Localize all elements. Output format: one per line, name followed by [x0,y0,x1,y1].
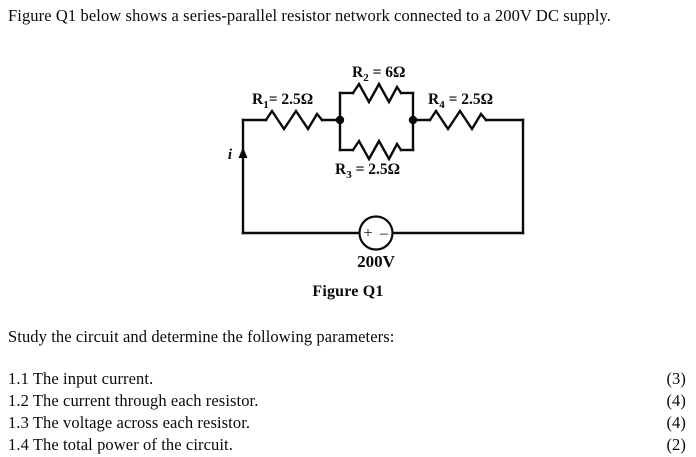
junction-dot-node-b [408,115,418,125]
question-item: 1.2 The current through each resistor. (… [8,391,688,413]
resistor-r3-label: R3 = 2.5Ω [335,161,400,181]
resistor-r2-label: R2 = 6Ω [352,64,405,84]
circuit-figure: + – 200V i R1= 2.5Ω R2 = 6Ω R3 = 2.5Ω [0,52,696,312]
voltage-source-symbol [358,215,394,251]
figure-caption: Figure Q1 [312,283,384,300]
question-text: 1.3 The voltage across each resistor. [8,413,251,432]
question-item: 1.3 The voltage across each resistor. (4… [8,413,688,435]
source-voltage-label: 200V [357,252,396,271]
source-minus-sign: – [379,225,389,242]
intro-paragraph: Figure Q1 below shows a series-parallel … [8,6,612,25]
resistor-r1-label: R1= 2.5Ω [252,91,313,111]
question-list: 1.1 The input current. (3) 1.2 The curre… [8,369,688,457]
resistor-r4-symbol [428,108,488,132]
circuit-diagram-svg: + – 200V i R1= 2.5Ω R2 = 6Ω R3 = 2.5Ω [228,64,525,271]
source-plus-sign: + [363,225,372,242]
question-marks: (4) [666,413,686,432]
question-item: 1.4 The total power of the circuit. (2) [8,435,688,457]
resistor-r4-label: R4 = 2.5Ω [428,91,493,111]
resistor-r2-symbol [351,81,403,105]
question-marks: (4) [666,391,686,410]
question-text: 1.2 The current through each resistor. [8,391,259,410]
question-marks: (3) [666,369,686,388]
resistor-r1-symbol [264,108,324,132]
current-arrow-icon [238,147,248,158]
question-marks: (2) [666,435,686,454]
study-instruction: Study the circuit and determine the foll… [8,327,395,346]
junction-dot-node-a [335,115,345,125]
question-text: 1.1 The input current. [8,369,154,388]
question-text: 1.4 The total power of the circuit. [8,435,233,454]
resistor-r3-symbol [351,138,403,162]
current-label: i [228,147,233,163]
question-item: 1.1 The input current. (3) [8,369,688,391]
